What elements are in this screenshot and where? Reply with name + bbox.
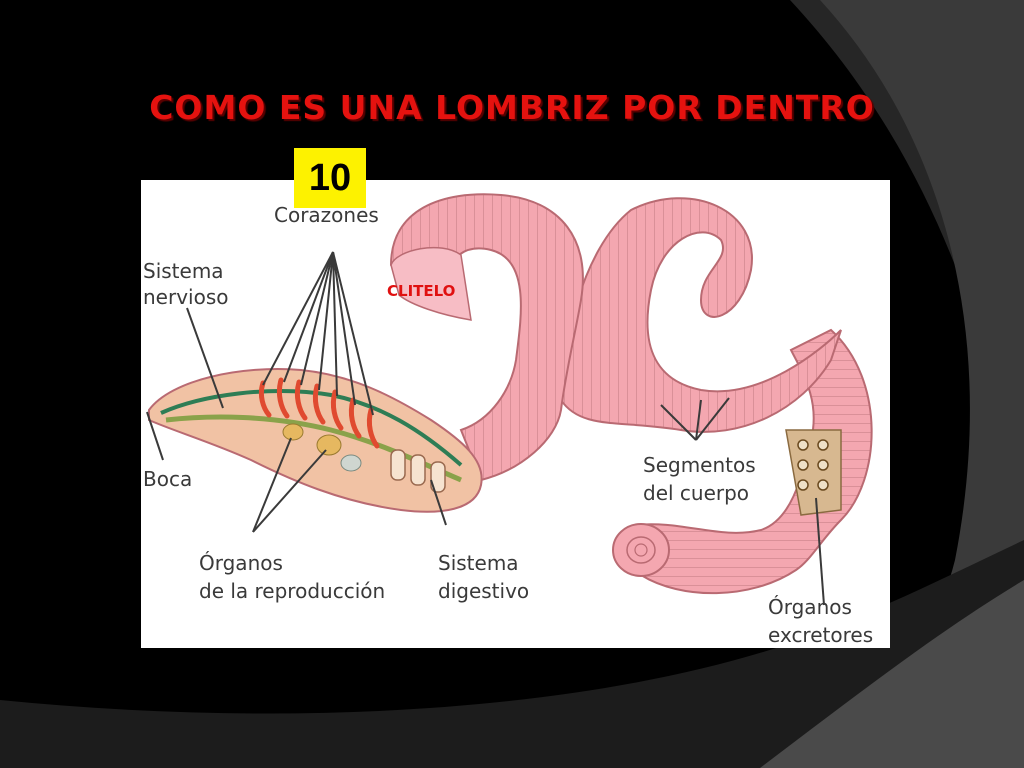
label-boca: Boca (143, 467, 193, 491)
gland-3 (340, 454, 362, 472)
label-organos-repro-1: Órganos (199, 551, 283, 575)
label-clitelo: CLITELO (387, 282, 456, 300)
heart-marks (258, 377, 380, 449)
worm-illustration (146, 193, 873, 606)
slide-number-badge: 10 (294, 148, 366, 208)
worm-loop (559, 197, 842, 433)
gland-2 (316, 434, 342, 456)
label-organos-excretores-1: Órganos (768, 595, 852, 619)
leader-lines (146, 251, 825, 606)
label-sistema-digestivo-1: Sistema (438, 551, 519, 575)
label-sistema-nervioso-2: nervioso (143, 285, 229, 309)
excretory-cutaway (785, 429, 842, 516)
label-organos-excretores-2: excretores (768, 623, 874, 647)
clitellum-band (390, 246, 472, 321)
gland-1 (282, 423, 304, 441)
slide-title: COMO ES UNA LOMBRIZ POR DENTRO (149, 88, 875, 127)
label-sistema-digestivo-2: digestivo (438, 579, 530, 603)
label-organos-repro-2: de la reproducción (199, 579, 386, 603)
label-sistema-nervioso-1: Sistema (143, 259, 224, 283)
label-segmentos-1: Segmentos (643, 453, 756, 477)
diagram-panel: Corazones Sistema nervioso Boca Órganos … (141, 180, 890, 648)
label-segmentos-2: del cuerpo (643, 481, 750, 505)
tail-tip (612, 523, 670, 577)
digestive-loops (390, 449, 446, 493)
